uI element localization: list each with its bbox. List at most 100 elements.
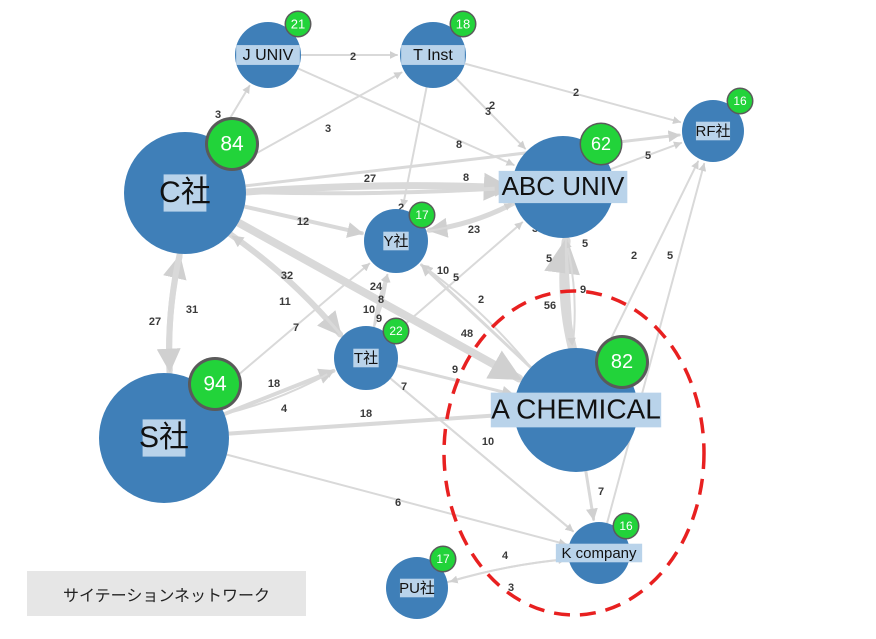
node-t[interactable]: T社 22 xyxy=(334,317,410,391)
badge-count-jumiv: 21 xyxy=(291,17,305,32)
edge-label-t-to-y: 9 xyxy=(376,313,382,325)
edge-c-to-tinst xyxy=(237,71,403,165)
edge-tinst-to-y xyxy=(400,86,428,208)
edge-label-t-to-abc: 2 xyxy=(478,294,484,306)
edge-label-achem-to-abc: 5 xyxy=(546,253,552,265)
edge-label-t-to-y: 8 xyxy=(378,294,384,306)
node-label-achem: A CHEMICAL xyxy=(491,393,661,424)
badge-achem xyxy=(598,338,646,386)
edge-y-to-abc xyxy=(425,202,513,233)
edge-label-pu-to-k: 4 xyxy=(502,550,509,562)
node-label-y: Y社 xyxy=(383,233,408,250)
edge-label-c-to-t: 32 xyxy=(281,270,293,282)
edge-label-tinst-to-abc: 2 xyxy=(489,100,495,112)
badge-count-k: 16 xyxy=(619,519,633,533)
edge-label-tinst-to-y: 2 xyxy=(398,202,404,214)
node-label-bg-abc xyxy=(498,170,628,204)
badge-count-s: 94 xyxy=(203,373,227,396)
node-label-k: K company xyxy=(561,545,637,562)
node-label-bg-pu xyxy=(399,578,435,598)
edge-c-to-abc xyxy=(243,180,512,197)
edge-s-to-k xyxy=(225,453,568,547)
caption-label: サイテーションネットワーク xyxy=(27,571,306,616)
node-label-abc: ABC UNIV xyxy=(502,171,625,201)
edges-layer xyxy=(156,51,707,584)
badge-pu xyxy=(431,547,455,571)
badge-count-t: 22 xyxy=(389,324,403,338)
edge-label-c-to-achem: 24 xyxy=(370,281,383,293)
edge-label-s-to-achem: 18 xyxy=(360,408,372,420)
badge-y xyxy=(410,203,434,227)
edge-jumiv-to-abc xyxy=(297,67,515,166)
badge-k xyxy=(614,514,638,538)
node-label-bg-tinst xyxy=(401,45,465,65)
highlight-dashed-ellipse xyxy=(442,289,706,617)
edge-label-tinst-to-rf: 2 xyxy=(573,87,579,99)
edge-label-abc-to-y: 23 xyxy=(468,224,480,236)
edge-tinst-to-abc xyxy=(455,77,527,150)
edge-label-t-to-achem: 9 xyxy=(452,364,458,376)
edge-label-achem-to-abc: 56 xyxy=(544,300,556,312)
node-label-bg-c xyxy=(163,174,207,212)
edge-t-to-c xyxy=(230,234,344,338)
edge-label-s-to-t: 4 xyxy=(281,403,288,415)
edge-c-to-abc xyxy=(242,172,513,201)
edge-label-t-to-y: 10 xyxy=(363,304,375,316)
edge-label-achem-to-rf: 2 xyxy=(631,250,637,262)
edge-label-s-to-t: 18 xyxy=(268,378,280,390)
node-label-bg-t xyxy=(353,348,379,368)
node-label-bg-rf xyxy=(695,121,731,141)
edge-achem-to-rf xyxy=(602,160,700,356)
edge-label-achem-to-k: 7 xyxy=(598,486,604,498)
edge-label-c-to-abc: 8 xyxy=(463,172,469,184)
badge-jumiv xyxy=(286,12,310,36)
edge-tinst-to-rf xyxy=(463,62,682,125)
badge-c xyxy=(208,120,256,168)
edge-t-to-y xyxy=(372,273,390,329)
node-abc[interactable]: ABC UNIV 62 xyxy=(498,122,628,239)
node-label-tinst: T Inst xyxy=(413,47,453,64)
edge-label-c-to-s: 31 xyxy=(186,304,198,316)
badge-count-y: 17 xyxy=(415,208,429,222)
edge-s-to-t xyxy=(223,369,335,416)
badge-count-abc: 62 xyxy=(591,134,611,154)
badge-t xyxy=(384,319,408,343)
node-k[interactable]: K company 16 xyxy=(555,512,643,585)
edge-t-to-achem xyxy=(395,364,515,398)
node-label-bg-jumiv xyxy=(236,45,300,65)
node-rf[interactable]: RF社 16 xyxy=(682,87,754,163)
edge-label-t-to-k: 10 xyxy=(482,436,494,448)
node-label-t: T社 xyxy=(354,350,378,367)
edge-label-k-to-pu: 3 xyxy=(508,582,514,594)
badge-count-rf: 16 xyxy=(733,94,747,108)
edge-achem-to-abc xyxy=(563,239,576,350)
node-label-rf: RF社 xyxy=(696,123,731,140)
edge-label-achem-to-y: 5 xyxy=(453,272,459,284)
node-label-pu: PU社 xyxy=(399,580,435,597)
edge-label-c-to-abc: 27 xyxy=(364,173,376,185)
edge-label-k-to-rf: 5 xyxy=(667,250,673,262)
edge-t-to-k xyxy=(389,377,574,533)
edge-label-s-to-y: 7 xyxy=(293,322,299,334)
node-label-bg-y xyxy=(383,231,409,251)
edge-label-s-to-c: 27 xyxy=(149,316,161,328)
edge-c-to-y xyxy=(242,204,364,238)
badge-count-tinst: 18 xyxy=(456,17,470,32)
edge-pu-to-k xyxy=(446,556,567,584)
edge-s-to-achem xyxy=(226,407,514,436)
node-y[interactable]: Y社 17 xyxy=(364,201,436,274)
badge-rf xyxy=(728,89,752,113)
node-label-bg-k xyxy=(555,543,643,563)
badge-tinst xyxy=(451,12,475,36)
edge-label-s-to-k: 6 xyxy=(395,497,401,509)
edge-achem-to-k xyxy=(584,469,598,521)
edge-label-abc-to-achem: 5 xyxy=(582,238,588,250)
